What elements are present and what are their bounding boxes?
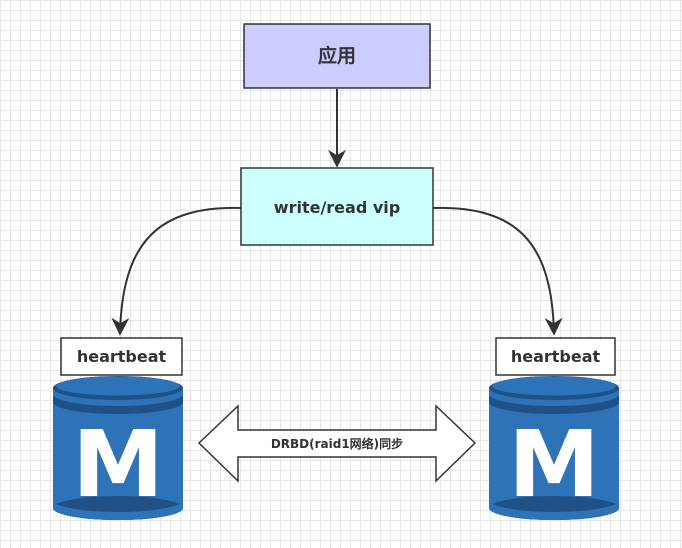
drbd-sync-link: DRBD(raid1网络)同步 [197,404,477,483]
right-database-letter: M [508,411,600,518]
arrow-vip-to-left-heartbeat [111,206,242,336]
right-heartbeat-node: heartbeat [495,337,616,376]
vip-label: write/read vip [274,198,400,217]
left-database-letter: M [72,411,164,518]
arrow-vip-to-right-heartbeat [432,206,563,336]
vip-node: write/read vip [240,167,434,246]
app-label: 应用 [318,44,356,67]
left-heartbeat-node: heartbeat [60,337,183,376]
app-node: 应用 [243,23,431,89]
right-heartbeat-label: heartbeat [511,347,601,366]
right-database-icon: M [489,376,619,520]
drbd-sync-label: DRBD(raid1网络)同步 [271,436,403,451]
left-database-icon: M [53,376,183,520]
left-heartbeat-label: heartbeat [77,347,167,366]
